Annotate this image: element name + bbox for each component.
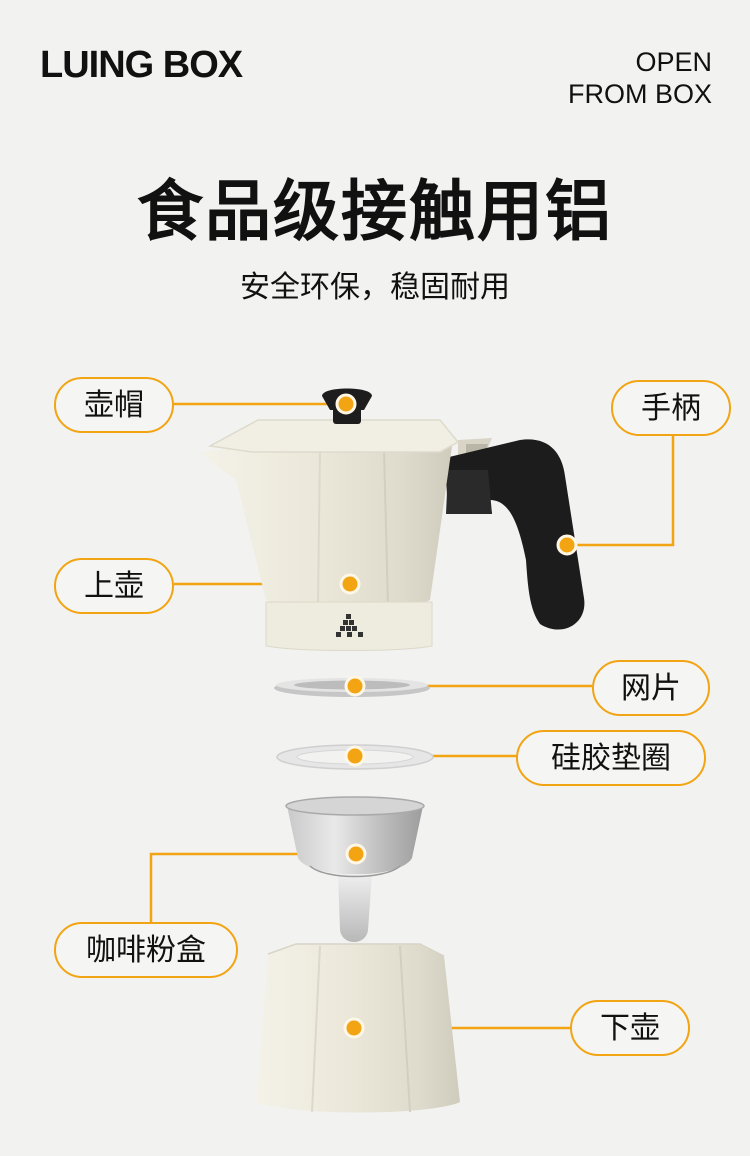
label-filter: 网片 bbox=[592, 660, 710, 716]
slogan-line-1: OPEN bbox=[635, 47, 712, 77]
funnel-part bbox=[285, 796, 425, 942]
marker-filter bbox=[344, 675, 366, 697]
marker-handle bbox=[556, 534, 578, 556]
marker-funnel bbox=[345, 843, 367, 865]
subheadline: 安全环保，稳固耐用 bbox=[240, 270, 510, 305]
slogan-line-2: FROM BOX bbox=[567, 79, 712, 109]
label-handle: 手柄 bbox=[611, 380, 731, 436]
marker-lower-pot bbox=[343, 1017, 365, 1039]
connector-funnel bbox=[149, 852, 356, 924]
funnel-tube bbox=[338, 874, 372, 942]
part-markers bbox=[335, 393, 578, 1039]
label-gasket: 硅胶垫圈 bbox=[516, 730, 706, 786]
connector-handle bbox=[568, 434, 675, 547]
brand-logo: LUING BOX bbox=[40, 44, 243, 86]
headline: 食品级接触用铝 bbox=[137, 173, 613, 250]
brand-slogan: OPEN FROM BOX bbox=[568, 46, 712, 110]
marker-upper-pot bbox=[339, 573, 361, 595]
label-lower-pot: 下壶 bbox=[570, 1000, 690, 1056]
marker-gasket bbox=[344, 745, 366, 767]
label-funnel: 咖啡粉盒 bbox=[54, 922, 238, 978]
marker-lid bbox=[335, 393, 357, 415]
handle-grip bbox=[445, 439, 585, 630]
label-upper-pot: 上壶 bbox=[54, 558, 174, 614]
handle-part bbox=[445, 438, 585, 630]
upper-pot-lid bbox=[207, 419, 460, 453]
label-lid: 壶帽 bbox=[54, 377, 174, 433]
upper-pot-part bbox=[200, 419, 460, 651]
logo-mark bbox=[336, 614, 363, 637]
funnel-cup bbox=[287, 806, 423, 875]
upper-pot-body bbox=[202, 446, 452, 608]
